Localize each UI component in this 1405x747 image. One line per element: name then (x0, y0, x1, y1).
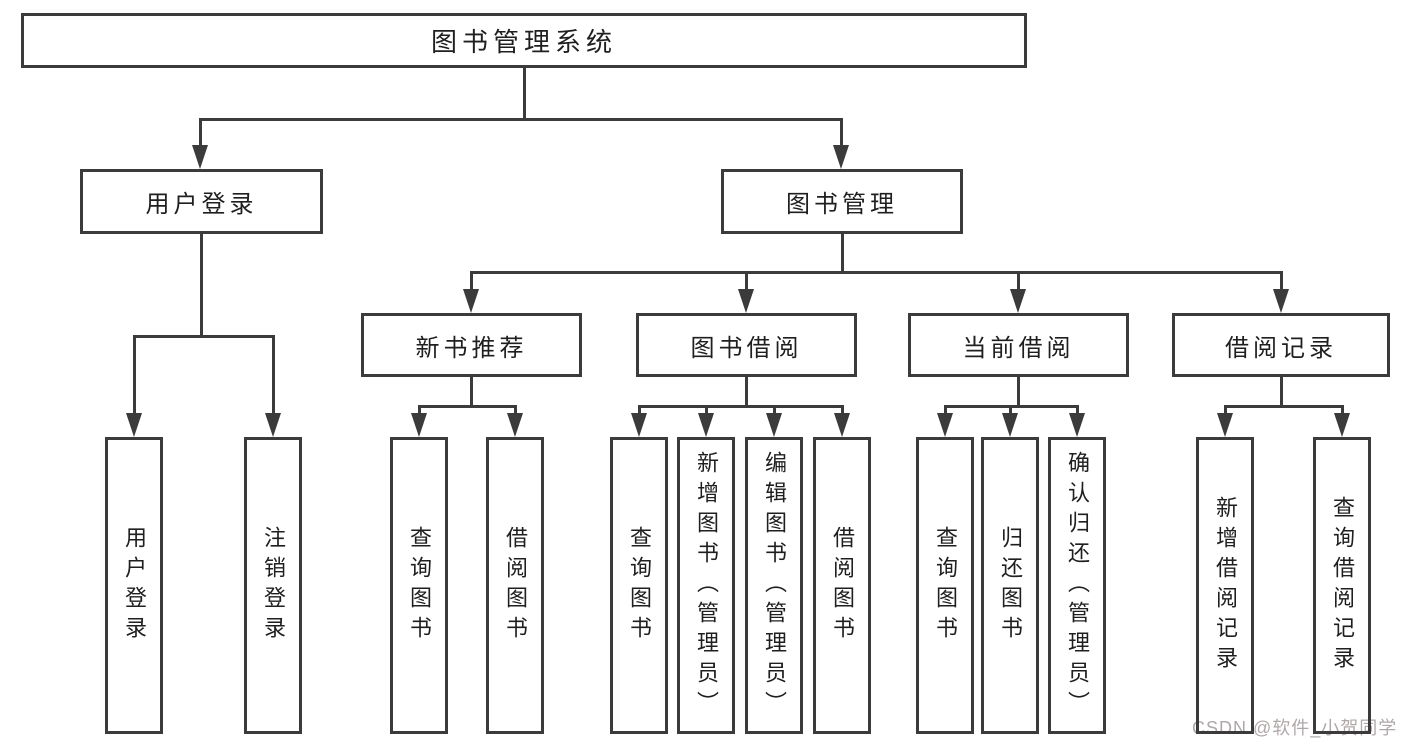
connector-line (200, 234, 203, 338)
arrowhead-icon (192, 145, 208, 169)
arrowhead-icon (1334, 413, 1350, 437)
node-book-borrow: 图书借阅 (636, 313, 857, 377)
node-logout: 注销登录 (244, 437, 302, 734)
connector-line (1224, 405, 1344, 408)
connector-line (638, 405, 844, 408)
node-current-borrow: 当前借阅 (908, 313, 1129, 377)
node-borrow-record: 借阅记录 (1172, 313, 1390, 377)
node-bb-edit-books: 编辑图书（管理员） (745, 437, 803, 734)
connector-arrow-line (1280, 272, 1283, 301)
arrowhead-icon (265, 413, 281, 437)
node-new-book-recommend: 新书推荐 (361, 313, 582, 377)
arrowhead-icon (1002, 413, 1018, 437)
node-login: 用户登录 (105, 437, 163, 734)
node-cb-return-books: 归还图书 (981, 437, 1039, 734)
connector-line (1017, 377, 1020, 408)
connector-line (470, 377, 473, 408)
arrowhead-icon (411, 413, 427, 437)
node-library-system: 图书管理系统 (21, 13, 1027, 68)
connector-arrow-line (133, 336, 136, 425)
arrowhead-icon (1010, 289, 1026, 313)
arrowhead-icon (698, 413, 714, 437)
arrowhead-icon (1069, 413, 1085, 437)
node-bb-add-books: 新增图书（管理员） (677, 437, 735, 734)
connector-arrow-line (745, 272, 748, 301)
node-br-query-record: 查询借阅记录 (1313, 437, 1371, 734)
node-nbr-query-books: 查询图书 (390, 437, 448, 734)
connector-arrow-line (272, 336, 275, 425)
connector-arrow-line (840, 119, 843, 157)
connector-line (133, 335, 275, 338)
connector-line (745, 377, 748, 408)
node-nbr-borrow-books: 借阅图书 (486, 437, 544, 734)
node-bb-borrow-books: 借阅图书 (813, 437, 871, 734)
connector-arrow-line (1017, 272, 1020, 301)
connector-line (1280, 377, 1283, 408)
arrowhead-icon (126, 413, 142, 437)
node-br-add-record: 新增借阅记录 (1196, 437, 1254, 734)
node-bb-query-books: 查询图书 (610, 437, 668, 734)
arrowhead-icon (507, 413, 523, 437)
arrowhead-icon (631, 413, 647, 437)
arrowhead-icon (1217, 413, 1233, 437)
connector-arrow-line (470, 272, 473, 301)
arrowhead-icon (766, 413, 782, 437)
arrowhead-icon (834, 413, 850, 437)
arrowhead-icon (937, 413, 953, 437)
connector-line (418, 405, 517, 408)
arrowhead-icon (833, 145, 849, 169)
connector-arrow-line (199, 119, 202, 157)
arrowhead-icon (463, 289, 479, 313)
node-book-management: 图书管理 (721, 169, 963, 234)
connector-line (470, 271, 1283, 274)
connector-line (199, 118, 843, 121)
node-cb-query-books: 查询图书 (916, 437, 974, 734)
arrowhead-icon (738, 289, 754, 313)
node-user-login: 用户登录 (80, 169, 323, 234)
connector-line (841, 234, 844, 274)
connector-line (523, 68, 526, 121)
node-cb-confirm-return: 确认归还（管理员） (1048, 437, 1106, 734)
arrowhead-icon (1273, 289, 1289, 313)
